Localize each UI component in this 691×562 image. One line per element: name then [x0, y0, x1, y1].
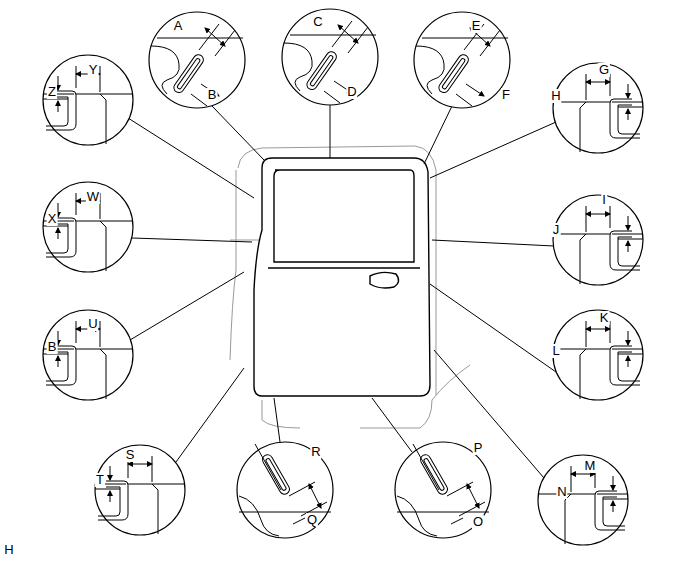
dimension-letter: A: [173, 19, 184, 33]
dimension-letter: F: [501, 88, 511, 102]
dimension-letter: N: [556, 485, 567, 499]
dimension-letter: G: [598, 63, 610, 77]
dimension-letter: E: [471, 19, 482, 33]
dimension-letter: I: [601, 193, 607, 207]
dimension-letter: H: [3, 543, 14, 557]
dimension-letter: O: [472, 515, 484, 529]
dimension-letter: W: [86, 190, 100, 204]
dimension-letter: Y: [88, 63, 99, 77]
dimension-letter: X: [47, 212, 58, 226]
dimension-letter: C: [312, 15, 323, 29]
dimension-letter: D: [346, 85, 357, 99]
dimension-letter: H: [550, 89, 561, 103]
dimension-letter: U: [87, 317, 98, 331]
dimension-letter: S: [125, 448, 136, 462]
dimension-letter: J: [552, 223, 561, 237]
dimension-letter: B: [47, 340, 58, 354]
dimension-letter: K: [599, 311, 610, 325]
dimension-letter: M: [584, 459, 597, 473]
dimension-letter: R: [310, 445, 321, 459]
dimension-letter: Z: [47, 85, 57, 99]
dimension-letter: T: [95, 473, 105, 487]
dimension-letter: B: [207, 88, 218, 102]
dimension-letter: L: [551, 344, 560, 358]
dimension-letter: P: [473, 441, 484, 455]
dimension-letter: Q: [306, 513, 318, 527]
